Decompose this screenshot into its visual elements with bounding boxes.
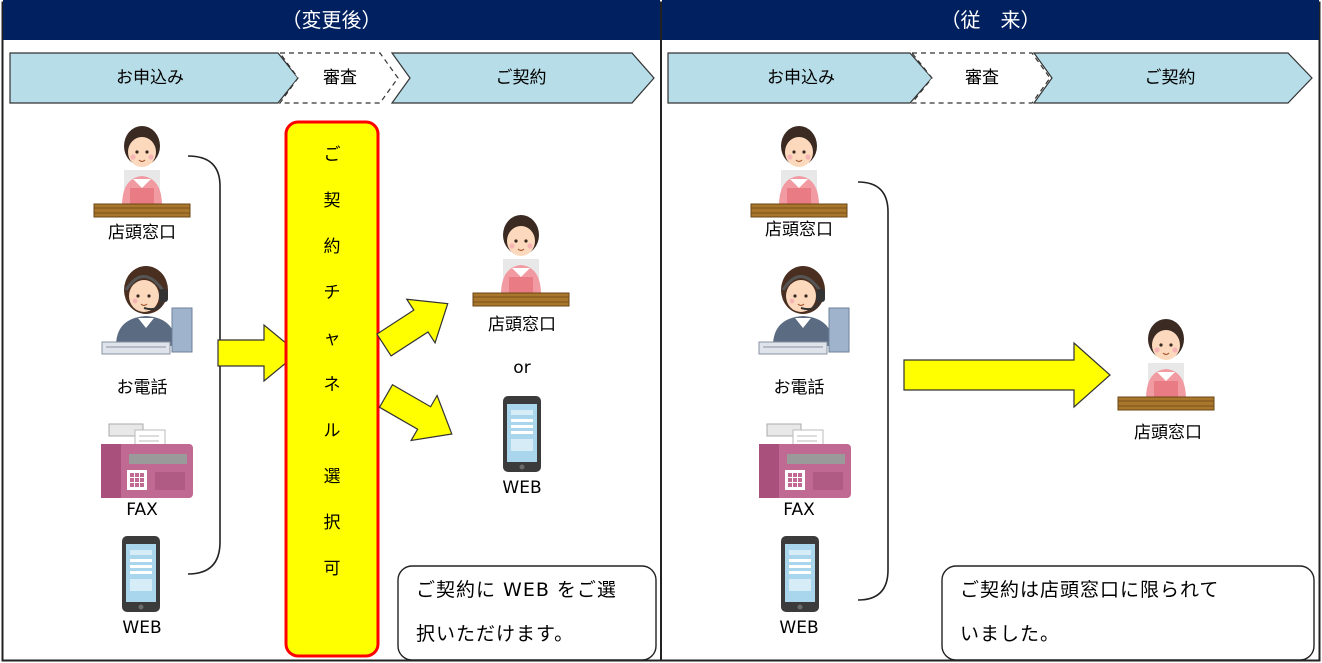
channel-web-label-right: WEB [779, 618, 819, 638]
choice-char: 選 [323, 467, 341, 487]
left-note-text: ご契約に WEB をご選 択いただけます。 [400, 568, 654, 656]
smartphone-icon [122, 536, 160, 612]
choice-char: ご [323, 145, 341, 165]
fax-machine-icon-right [758, 423, 852, 499]
result-receptionist-icon-right [1117, 318, 1215, 411]
stage-contract-chevron [390, 52, 655, 104]
arrow-down-to-web [378, 383, 453, 442]
arrow-to-store-right [903, 341, 1111, 409]
channel-fax-label-right: FAX [783, 500, 815, 520]
channel-phone-label: お電話 [116, 378, 168, 398]
left-note-box [397, 565, 657, 661]
result-web-label: WEB [502, 478, 542, 498]
left-note-line: 択いただけます。 [416, 623, 575, 645]
right-note-text: ご契約は店頭窓口に限られて いました。 [944, 568, 1312, 656]
channel-fax-label: FAX [126, 500, 158, 520]
right-panel-header: （従 来） [662, 0, 1319, 40]
stage-contract-chevron-right [1032, 52, 1313, 104]
result-or-label: or [513, 358, 531, 378]
choice-char: 契 [323, 191, 341, 211]
right-note-line: ご契約は店頭窓口に限られて [960, 579, 1220, 601]
channel-store-label-right: 店頭窓口 [765, 220, 833, 240]
right-bracket [857, 181, 889, 601]
stage-review-label-right: 審査 [965, 68, 999, 88]
choice-char: ネ [323, 375, 341, 395]
stage-contract-label-right: ご契約 [1144, 68, 1196, 88]
choice-char: ャ [323, 329, 341, 349]
call-center-operator-icon [100, 264, 194, 356]
stage-apply-label: お申込み [116, 68, 184, 88]
receptionist-icon-right [750, 125, 848, 218]
receptionist-icon [93, 125, 191, 218]
right-stage-flow [667, 52, 1313, 104]
stage-contract-label: ご契約 [495, 68, 547, 88]
choice-char: チ [323, 283, 341, 303]
arrow-up-to-store [376, 298, 449, 357]
channel-choice-box [284, 120, 380, 658]
result-smartphone-icon [503, 396, 541, 472]
stage-apply-chevron-right [667, 52, 933, 104]
left-panel-header: （変更後） [3, 0, 660, 40]
right-note-box [941, 565, 1315, 661]
choice-char: 可 [323, 559, 341, 579]
stage-review-label: 審査 [323, 68, 357, 88]
result-store-label: 店頭窓口 [488, 315, 556, 335]
choice-char: 約 [323, 237, 341, 257]
stage-apply-label-right: お申込み [767, 68, 835, 88]
left-stage-flow [9, 52, 655, 104]
left-bracket [187, 155, 221, 575]
choice-char: ル [323, 421, 341, 441]
choice-char: 択 [323, 513, 341, 533]
channel-phone-label-right: お電話 [773, 378, 825, 398]
result-receptionist-icon [472, 214, 570, 307]
left-note-line: ご契約に WEB をご選 [416, 579, 617, 601]
right-note-line: いました。 [960, 623, 1061, 645]
stage-review-chevron [278, 52, 399, 104]
channel-store-label: 店頭窓口 [108, 223, 176, 243]
fax-machine-icon [100, 423, 194, 499]
stage-apply-chevron [9, 52, 299, 104]
channel-web-label: WEB [122, 618, 162, 638]
result-store-label-right: 店頭窓口 [1134, 423, 1202, 443]
smartphone-icon-right [781, 536, 819, 612]
call-center-operator-icon-right [757, 264, 851, 356]
stage-review-chevron-right [910, 52, 1051, 104]
channel-choice-text: ご 契 約 チ ャ ネ ル 選 択 可 [286, 122, 378, 656]
